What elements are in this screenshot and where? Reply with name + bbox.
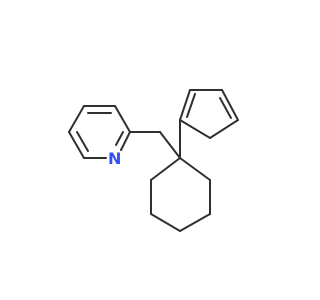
bond-c5-c6 bbox=[68, 131, 85, 159]
cyclopentadiene-ring bbox=[179, 89, 239, 159]
cyclohexane-ring bbox=[150, 157, 211, 232]
bond-cp4-cp5 bbox=[209, 119, 239, 139]
bond-ch2-quaternary bbox=[159, 131, 181, 159]
pyridine-ring: N bbox=[68, 105, 131, 168]
nitrogen-atom-label: N bbox=[108, 149, 121, 168]
bond-cy3-cy4 bbox=[179, 213, 211, 232]
bond-cy4-cy5 bbox=[150, 213, 181, 232]
bond-c5-c6-inner bbox=[76, 131, 89, 152]
bond-cp1-cp2-inner bbox=[186, 93, 196, 118]
background bbox=[0, 0, 300, 300]
bond-c4-c5 bbox=[68, 105, 85, 133]
bond-cy6-cy1 bbox=[150, 157, 181, 181]
bond-c2-c3 bbox=[114, 105, 131, 133]
bond-cp5-cp1 bbox=[179, 119, 211, 139]
bond-cp3-cp4-inner bbox=[219, 97, 232, 119]
bond-n1-c2 bbox=[120, 131, 131, 151]
bond-n1-c2-inner bbox=[115, 131, 124, 146]
bond-cy1-cy2 bbox=[179, 157, 211, 181]
molecule-structure: N bbox=[0, 0, 300, 300]
bond-cp1-cp2 bbox=[179, 89, 191, 121]
bond-cp3-cp4 bbox=[221, 89, 239, 121]
